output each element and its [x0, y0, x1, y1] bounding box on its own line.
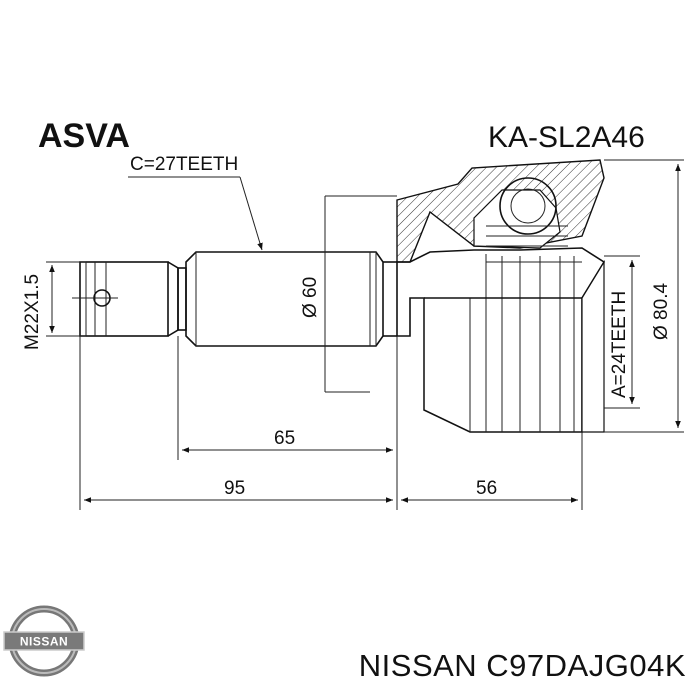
dimension-lines — [46, 159, 684, 510]
spline-inner-teeth-label: A=24TEETH — [609, 291, 630, 398]
spline-outer-teeth-label: C=27TEETH — [130, 154, 238, 175]
brand-label: ASVA — [38, 117, 130, 155]
shaft-length-label: 65 — [274, 428, 295, 449]
housing-diameter-label: Ø 80.4 — [651, 283, 672, 340]
overall-right-length-label: 56 — [476, 478, 497, 499]
overall-left-length-label: 95 — [224, 478, 245, 499]
part-outline — [72, 159, 606, 433]
thread-size-label: M22X1.5 — [22, 274, 43, 350]
part-number-label: KA-SL2A46 — [488, 121, 645, 154]
logo-wordmark: NISSAN — [20, 635, 68, 649]
nissan-logo: NISSAN — [3, 605, 85, 677]
footer-caption: NISSAN C97DAJG04K — [359, 648, 686, 683]
ball-bearing-icon — [499, 177, 557, 235]
shaft-diameter-label: Ø 60 — [300, 277, 321, 318]
